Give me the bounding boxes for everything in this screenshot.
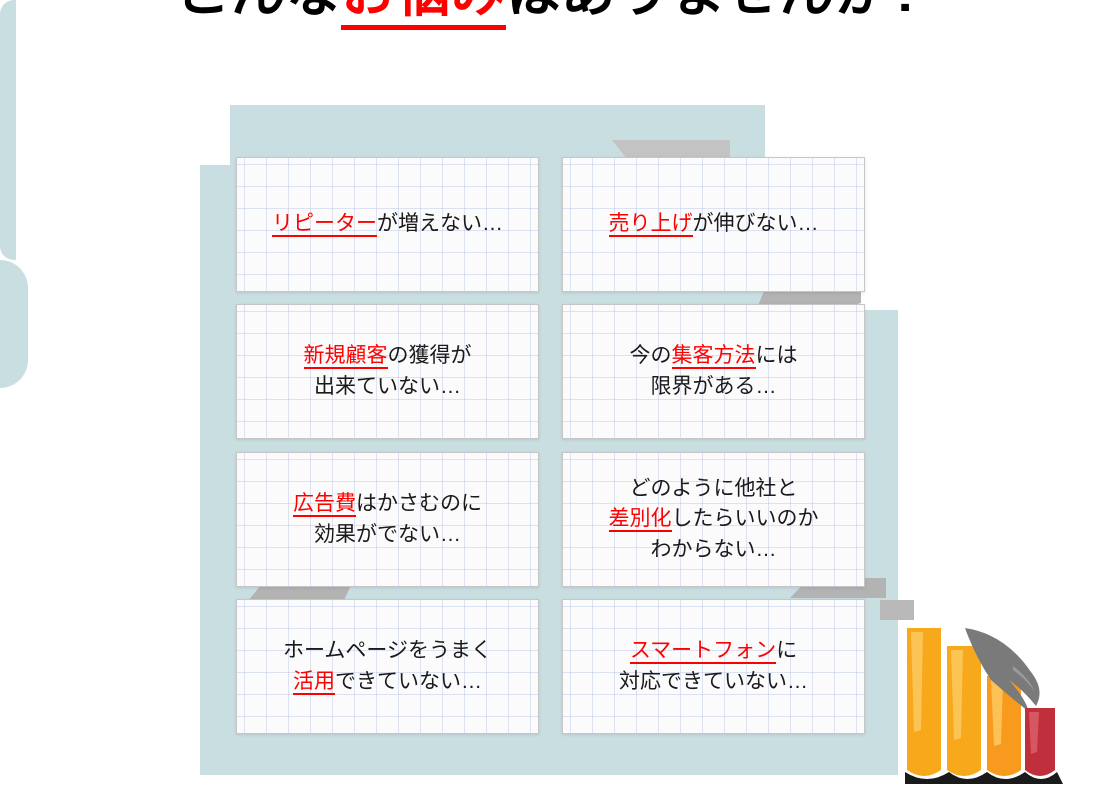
painted-bar-chart-illustration [905,620,1070,792]
concern-card-rest: の獲得が [387,344,472,368]
concern-card-text: リピーターが増えない… [272,209,503,239]
concern-card-line: 差別化したらいいのか [608,504,819,534]
page-title-banner: こんなお悩みはありませんか? [0,0,1100,78]
concern-card-highlight: 集客方法 [671,344,756,370]
concern-card-highlight: 活用 [292,669,335,695]
concern-card-highlight: 広告費 [293,492,356,518]
tape-accent-lower-left [248,583,352,601]
concern-card-highlight: スマートフォン [629,639,777,665]
concern-card-highlight: 新規顧客 [303,344,388,370]
concern-card-rest: できていない… [334,669,482,693]
concern-card-text: スマートフォンに対応できていない… [619,636,808,697]
concern-card-line: 新規顧客の獲得が [303,341,472,371]
concern-card-text: 広告費はかさむのに効果がでない… [293,489,482,550]
concern-card-rest: 対応できていない… [619,669,808,693]
concern-card: 売り上げが伸びない… [562,157,865,292]
concern-card-rest: 限界がある… [650,374,777,398]
concern-card-rest: 効果がでない… [314,522,461,546]
concern-card-line: わからない… [609,535,819,565]
concern-card-line: 出来ていない… [304,372,472,402]
concern-card-highlight: リピーター [272,212,377,238]
concern-card-prefix: 今の [629,344,672,368]
concern-card-highlight: 差別化 [608,507,672,533]
backdrop-panel-left-notch [0,0,16,260]
bar-chart-icon [905,628,1063,784]
concern-card-rest: したらいいのか [671,507,819,531]
concern-card-line: スマートフォンに [619,636,808,666]
concern-card-line: 売り上げが伸びない… [608,209,819,239]
concern-card: どのように他社と差別化したらいいのかわからない… [562,452,865,587]
concern-card-rest: には [755,344,798,368]
concern-card-text: 売り上げが伸びない… [608,209,819,239]
concern-card-rest: どのように他社と [629,476,798,500]
concern-card-rest: ホームページをうまく [283,639,492,663]
page-title: こんなお悩みはありませんか? [0,0,1100,30]
page-title-after: はありませんか? [506,0,923,23]
concern-card: リピーターが増えない… [236,157,539,292]
concern-card-text: ホームページをうまく活用できていない… [283,636,492,697]
concern-card-line: リピーターが増えない… [272,209,503,239]
concern-card-text: 今の集客方法には限界がある… [630,341,798,402]
concern-card-line: 効果がでない… [293,520,482,550]
concern-card: 今の集客方法には限界がある… [562,304,865,439]
concern-card: ホームページをうまく活用できていない… [236,599,539,734]
concern-card-rest: わからない… [650,537,777,561]
page-title-accent: お悩み [341,0,507,30]
concern-card: 広告費はかさむのに効果がでない… [236,452,539,587]
concern-card-line: 広告費はかさむのに [293,489,482,519]
concern-card-rest: 出来ていない… [314,374,461,398]
concern-card-text: 新規顧客の獲得が出来ていない… [303,341,472,402]
tape-accent-upper-right [757,288,861,308]
concern-card-rest: はかさむのに [356,492,482,516]
concern-card-text: どのように他社と差別化したらいいのかわからない… [608,474,819,565]
tape-accent-illustration [880,600,914,620]
backdrop-panel-right-bulge [0,260,28,388]
concern-card-line: 活用できていない… [283,667,492,697]
concern-card-line: 限界がある… [630,372,798,402]
concern-card-rest: に [776,639,798,663]
page-title-before: こんな [176,0,341,23]
concern-card-highlight: 売り上げ [608,212,693,238]
concern-card-line: 今の集客方法には [630,341,798,371]
concern-card-rest: が増えない… [377,212,503,236]
concern-card-line: どのように他社と [609,474,819,504]
concern-card-rest: が伸びない… [692,212,819,236]
concern-card: 新規顧客の獲得が出来ていない… [236,304,539,439]
tape-accent-top [612,140,730,158]
concern-card-line: 対応できていない… [619,667,808,697]
concern-card-line: ホームページをうまく [283,636,492,666]
concern-card: スマートフォンに対応できていない… [562,599,865,734]
